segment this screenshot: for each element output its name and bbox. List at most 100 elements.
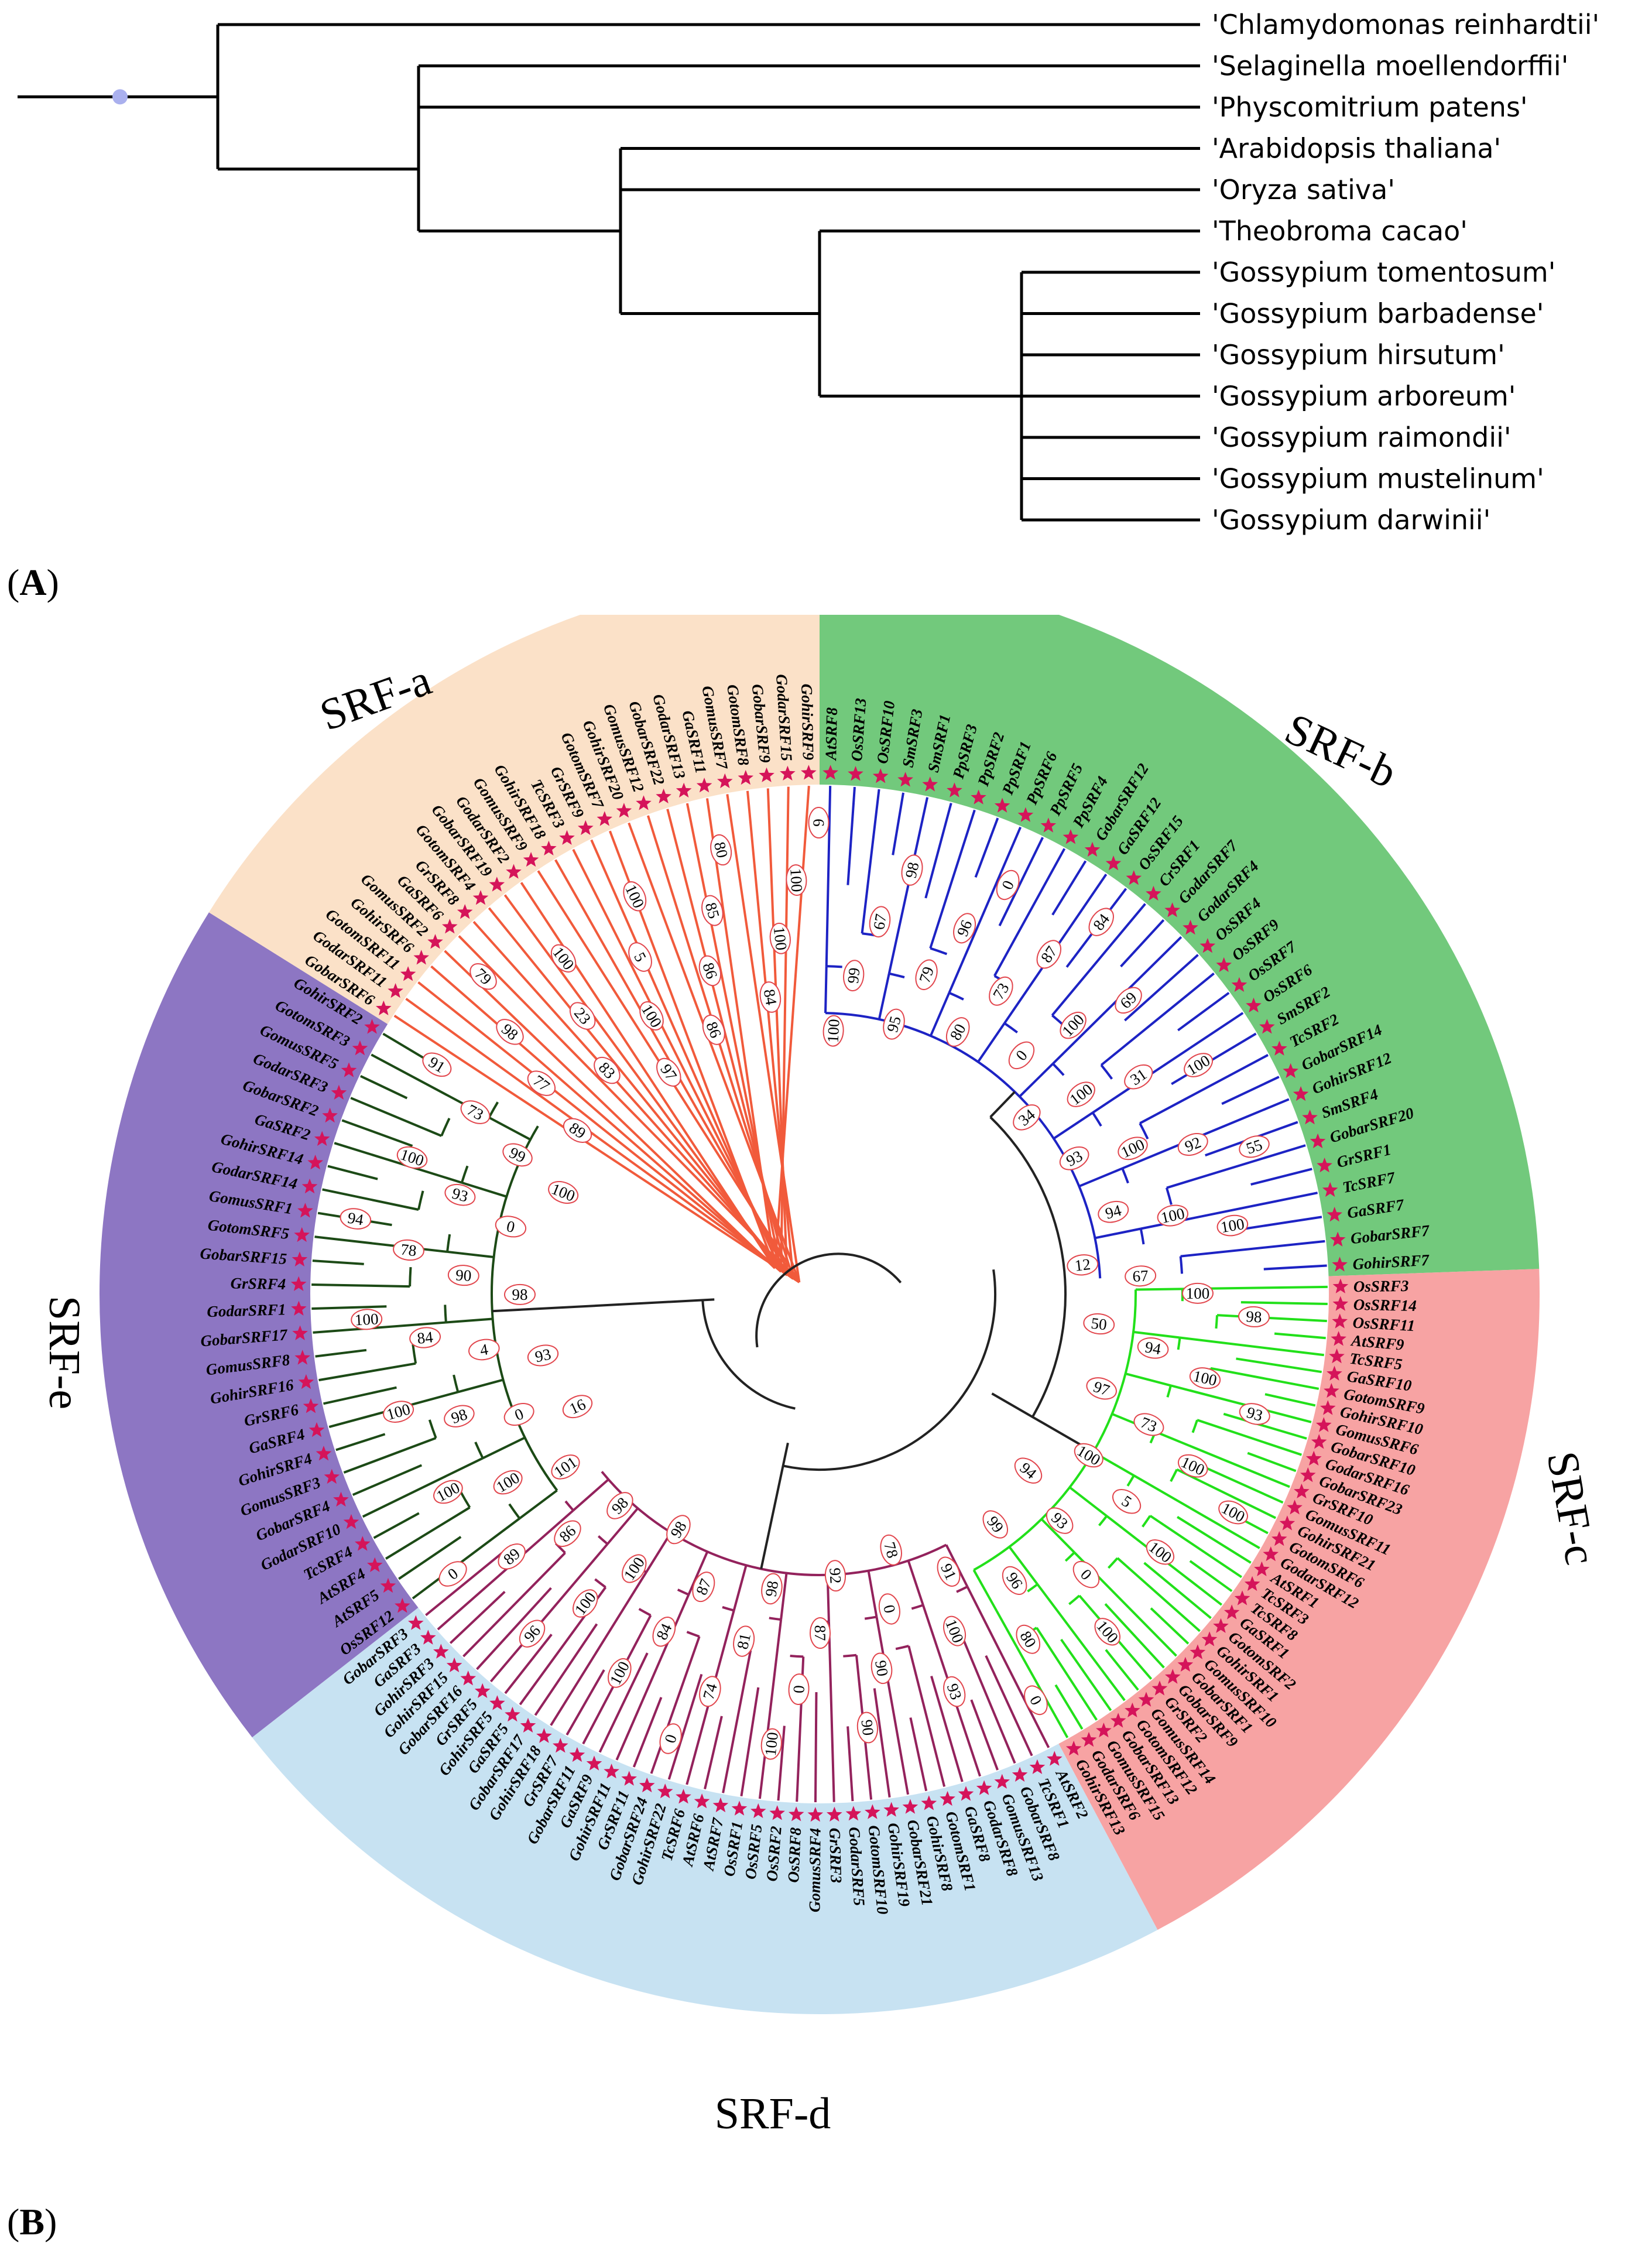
bootstrap-value: 31 [1120, 1060, 1157, 1094]
bootstrap-value: 0 [1020, 1682, 1051, 1718]
backbone-stem [761, 1443, 788, 1569]
pair-arc [475, 1442, 483, 1458]
pair-arc [509, 1504, 520, 1519]
terminal-branch [1222, 1077, 1279, 1104]
bootstrap-label: 100 [787, 868, 806, 892]
bootstrap-value: 84 [649, 1614, 680, 1649]
bootstrap-value: 100 [546, 1177, 581, 1207]
bootstrap-value: 73 [457, 1096, 493, 1128]
bootstrap-value: 90 [448, 1265, 479, 1286]
bootstrap-value: 93 [1042, 1503, 1078, 1538]
pair-arc [1053, 1064, 1064, 1076]
bootstrap-value: 0 [1068, 1557, 1103, 1593]
pair-arc [1027, 1584, 1037, 1591]
leaf-label: GrSRF4 [230, 1274, 286, 1293]
terminal-branch [848, 1726, 852, 1801]
bootstrap-value: 100 [381, 1398, 416, 1426]
bootstrap-value: 0 [493, 1214, 527, 1240]
bootstrap-value: 80 [942, 1014, 974, 1050]
terminal-branch [1093, 1013, 1243, 1112]
terminal-branch [336, 1434, 385, 1450]
terminal-branch [313, 1261, 364, 1264]
backbone-arc [702, 1300, 795, 1408]
terminal-branch [1053, 861, 1086, 915]
terminal-branch [976, 818, 998, 877]
terminal-branch [1171, 1033, 1256, 1084]
bootstrap-value: 100 [1055, 1008, 1091, 1043]
species-label: 'Oryza sativa' [1212, 174, 1395, 206]
pair-arc [413, 1344, 416, 1364]
root-marker [112, 89, 128, 104]
leaf-label: OsSRF8 [784, 1827, 804, 1883]
bootstrap-value: 97 [1084, 1374, 1119, 1403]
terminal-branch [342, 1120, 412, 1146]
terminal-branch [1247, 1453, 1295, 1471]
bootstrap-value: 99 [978, 1507, 1013, 1543]
bootstrap-value: 98 [505, 1285, 535, 1305]
pair-arc [1127, 1476, 1134, 1486]
bootstrap-value: 93 [1056, 1142, 1092, 1174]
bootstrap-value: 87 [688, 1569, 718, 1605]
internal-branch [1079, 1168, 1122, 1186]
bootstrap-label: 94 [1144, 1338, 1163, 1358]
terminal-branch [1211, 1368, 1319, 1389]
pair-arc [565, 1501, 573, 1511]
internal-branch [909, 1560, 923, 1605]
terminal-branch [1265, 1394, 1315, 1405]
pair-arc [930, 949, 947, 954]
internal-branch [931, 993, 950, 1036]
terminal-branch [1264, 1266, 1327, 1269]
bootstrap-label: 100 [354, 1310, 379, 1329]
bootstrap-value: 94 [339, 1207, 372, 1231]
internal-branch [489, 1118, 530, 1140]
species-label: 'Gossypium darwinii' [1212, 504, 1490, 536]
terminal-branch [386, 1508, 469, 1559]
srf-e-label: SRF-e [40, 1296, 89, 1409]
bootstrap-label: 94 [347, 1209, 365, 1229]
bootstrap-value: 78 [392, 1238, 424, 1261]
pair-arc [911, 1605, 923, 1608]
pair-arc [1181, 1257, 1182, 1274]
bootstrap-label: 90 [455, 1266, 472, 1284]
bootstrap-value: 67 [868, 905, 892, 939]
pair-arc [462, 1166, 468, 1183]
bootstrap-label: 100 [1186, 1285, 1210, 1302]
terminal-branch [1236, 1358, 1321, 1372]
pair-arc [454, 1375, 458, 1392]
internal-branch [1070, 1487, 1106, 1516]
pair-arc [445, 1305, 446, 1322]
srf-a-branch [775, 786, 809, 1268]
bootstrap-value: 100 [1216, 1213, 1249, 1238]
bootstrap-label: 0 [790, 1685, 808, 1694]
terminal-branch [319, 1364, 416, 1380]
bootstrap-value: 86 [699, 1012, 729, 1047]
srf-b-sector [820, 615, 1539, 1276]
terminal-branch [1274, 1334, 1326, 1338]
tree-branches [311, 786, 1328, 1802]
internal-branch [1054, 1112, 1093, 1138]
pair-arc [889, 974, 904, 977]
terminal-branch [1204, 1467, 1283, 1502]
internal-branch [1095, 1229, 1140, 1238]
pair-arc [949, 993, 964, 999]
pair-arc [827, 966, 842, 967]
pair-arc [1005, 1023, 1017, 1033]
bootstrap-value: 67 [1125, 1265, 1156, 1287]
bootstrap-value: 91 [933, 1554, 964, 1590]
pair-arc [419, 1191, 423, 1210]
pair-arc [1141, 1229, 1144, 1245]
terminal-branch [889, 797, 927, 974]
bootstrap-label: 98 [762, 1580, 782, 1598]
bootstrap-label: 99 [844, 967, 863, 984]
srf-a-branch [727, 794, 799, 1282]
bootstrap-label: 100 [824, 1019, 843, 1043]
bootstrap-value: 98 [602, 1488, 638, 1524]
bootstrap-value: 93 [940, 1674, 969, 1709]
internal-branch [446, 1319, 493, 1322]
internal-branch [825, 966, 827, 1013]
leaf-label: AtSRF8 [822, 707, 841, 761]
internal-branch [869, 1571, 877, 1617]
bootstrap-value: 96 [950, 910, 979, 946]
